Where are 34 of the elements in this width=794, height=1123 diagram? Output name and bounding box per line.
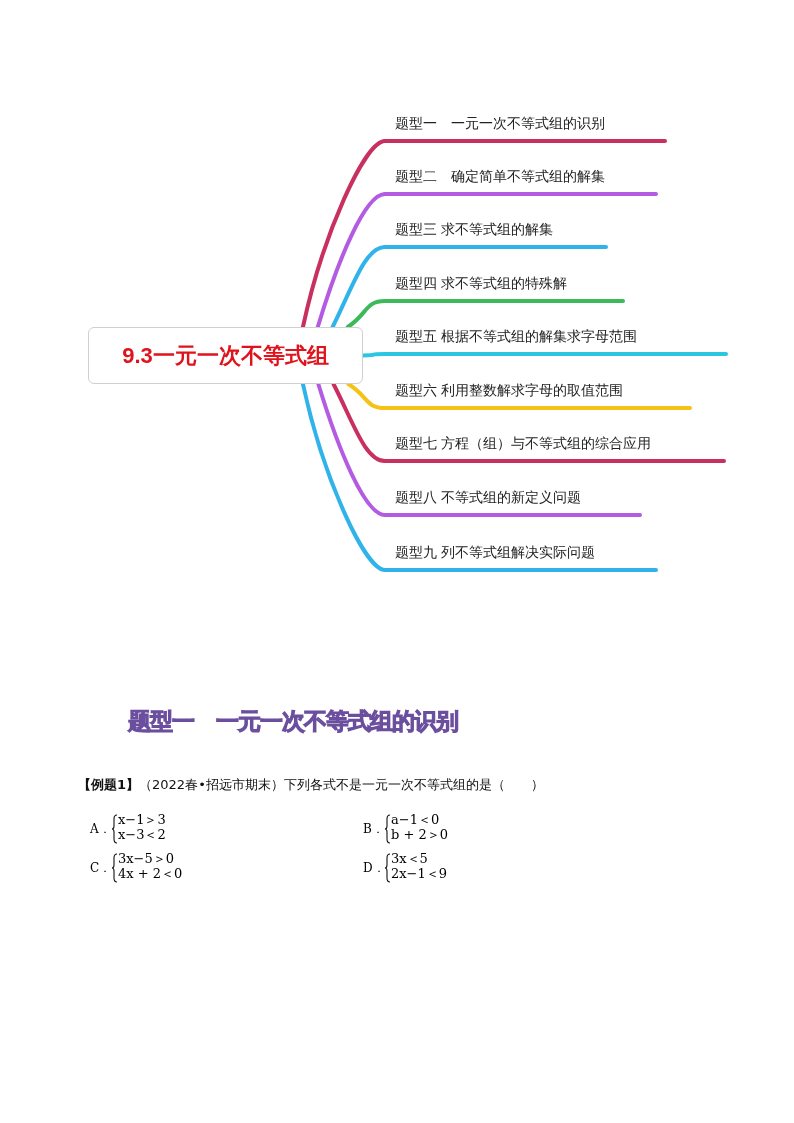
option-letter: D． [363, 860, 385, 877]
branch-line [345, 299, 387, 329]
option-letter: B． [363, 821, 384, 838]
inequality: 3x＜5 [391, 851, 428, 867]
branch-label: 题型二 确定简单不等式组的解集 [395, 168, 605, 186]
branch-label: 题型五 根据不等式组的解集求字母范围 [395, 328, 638, 346]
inequality: b + 2＞0 [391, 827, 449, 843]
branch-line [346, 382, 387, 410]
inequality: x−3＜2 [118, 827, 166, 843]
branch-label: 题型八 不等式组的新定义问题 [395, 489, 582, 507]
branch-line [330, 245, 387, 329]
branch-label: 题型四 求不等式组的特殊解 [395, 275, 568, 293]
inequality: 3x−5＞0 [118, 851, 175, 867]
branch-label: 题型三 求不等式组的解集 [395, 221, 554, 239]
inequality: a−1＜0 [391, 812, 440, 828]
branch-label: 题型九 列不等式组解决实际问题 [395, 544, 596, 562]
section-heading: 题型一 一元一次不等式组的识别 [128, 707, 458, 736]
option-letter: C． [90, 860, 112, 877]
option-letter: A． [90, 821, 111, 838]
branch-label: 题型七 方程（组）与不等式组的综合应用 [395, 435, 652, 453]
branch-line [300, 139, 387, 329]
branch-line [300, 382, 387, 572]
inequality: 4x + 2＜0 [118, 866, 183, 882]
branch-label: 题型一 一元一次不等式组的识别 [395, 115, 605, 133]
branch-line [315, 192, 387, 329]
inequality: x−1＞3 [118, 812, 166, 828]
inequality: 2x−1＜9 [391, 866, 448, 882]
question-text: 【例题1】（2022春•招远市期末）下列各式不是一元一次不等式组的是（ ） [78, 776, 544, 794]
topic-box [88, 327, 363, 384]
branch-line [361, 352, 387, 358]
topic-title: 9.3一元一次不等式组 [122, 341, 329, 370]
branch-line [331, 382, 387, 463]
branch-label: 题型六 利用整数解求字母的取值范围 [395, 382, 624, 400]
branch-line [316, 382, 387, 517]
